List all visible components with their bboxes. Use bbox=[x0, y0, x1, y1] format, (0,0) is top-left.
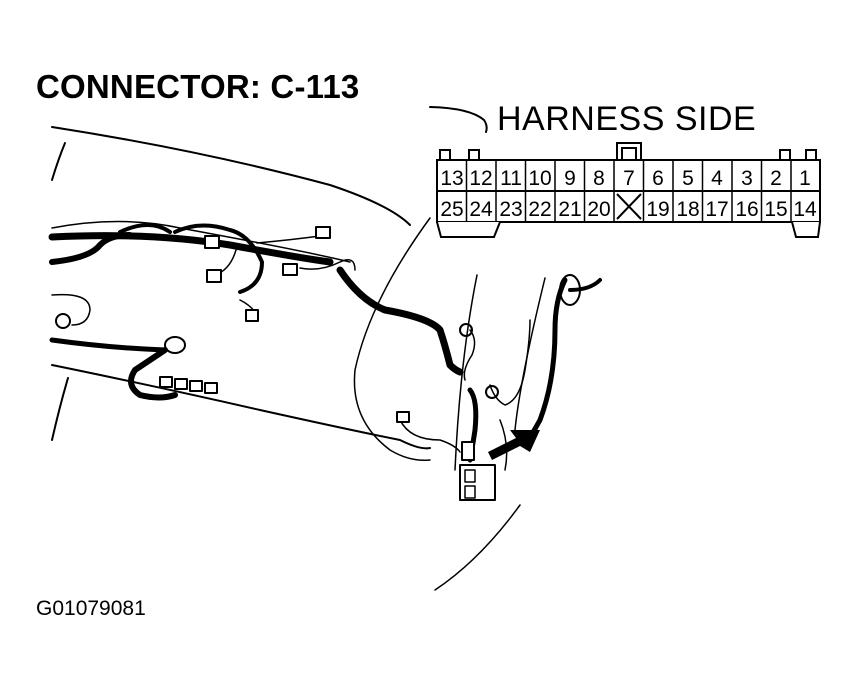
svg-text:3: 3 bbox=[741, 167, 753, 190]
svg-text:13: 13 bbox=[440, 167, 463, 190]
svg-text:25: 25 bbox=[440, 198, 463, 221]
svg-text:9: 9 bbox=[564, 167, 576, 190]
svg-text:11: 11 bbox=[500, 167, 522, 190]
svg-text:16: 16 bbox=[735, 198, 758, 221]
svg-text:5: 5 bbox=[682, 167, 694, 190]
figure-id: G01079081 bbox=[36, 597, 146, 620]
svg-text:22: 22 bbox=[528, 198, 551, 221]
svg-text:14: 14 bbox=[793, 198, 817, 221]
harness-side-label: HARNESS SIDE bbox=[497, 100, 757, 138]
svg-text:15: 15 bbox=[764, 198, 787, 221]
svg-text:20: 20 bbox=[587, 198, 610, 221]
connector-pin-grid bbox=[465, 160, 792, 222]
svg-text:19: 19 bbox=[646, 198, 669, 221]
svg-text:17: 17 bbox=[705, 198, 728, 221]
connector-pin-labels: 13 12 11 10 9 8 7 6 5 4 3 2 1 25 24 23 2… bbox=[440, 167, 817, 221]
svg-text:4: 4 bbox=[711, 167, 723, 190]
locator-arrow-icon bbox=[488, 430, 540, 460]
connector-title: CONNECTOR: C-113 bbox=[36, 68, 360, 105]
svg-text:23: 23 bbox=[499, 198, 522, 221]
svg-text:1: 1 bbox=[799, 167, 811, 190]
svg-text:24: 24 bbox=[469, 198, 493, 221]
svg-text:8: 8 bbox=[593, 167, 605, 190]
svg-text:6: 6 bbox=[652, 167, 664, 190]
svg-text:12: 12 bbox=[469, 167, 492, 190]
connector-face bbox=[436, 142, 821, 238]
svg-text:7: 7 bbox=[623, 167, 635, 190]
svg-text:18: 18 bbox=[676, 198, 699, 221]
svg-text:2: 2 bbox=[770, 167, 782, 190]
svg-text:10: 10 bbox=[528, 167, 551, 190]
svg-text:21: 21 bbox=[558, 198, 581, 221]
